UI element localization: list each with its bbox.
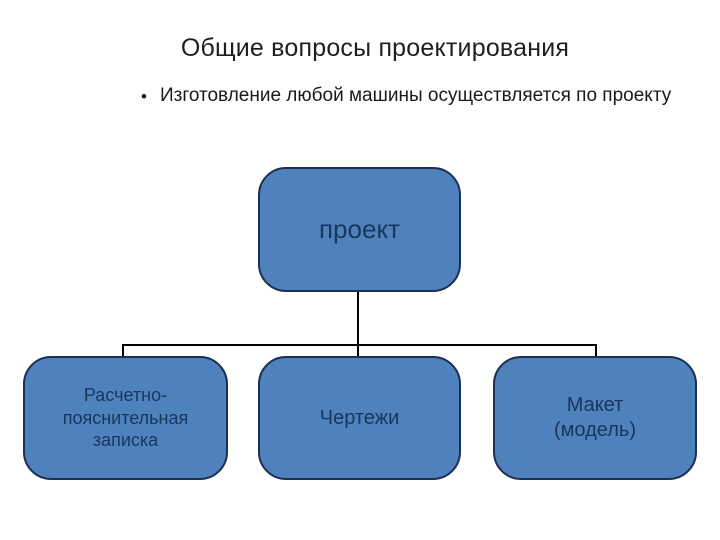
diagram-node-model-label: Макет (модель) bbox=[554, 394, 636, 441]
connector-root-stem bbox=[357, 292, 359, 346]
connector-drop-left bbox=[122, 344, 124, 358]
diagram-node-explanatory-note: Расчетно- пояснительная записка bbox=[23, 356, 228, 480]
connector-crossbar bbox=[122, 344, 597, 346]
diagram-node-project-label: проект bbox=[318, 214, 401, 245]
diagram-node-project: проект bbox=[258, 167, 461, 292]
bullet-text: Изготовление любой машины осуществляется… bbox=[159, 85, 672, 106]
connector-drop-right bbox=[595, 344, 597, 358]
diagram-node-drawings: Чертежи bbox=[258, 356, 461, 480]
slide-title: Общие вопросы проектирования bbox=[180, 34, 570, 62]
bullet-marker: • bbox=[141, 87, 147, 106]
connector-drop-center bbox=[357, 344, 359, 358]
diagram-node-drawings-label: Чертежи bbox=[319, 406, 400, 429]
bullet-line: • Изготовление любой машины осуществляет… bbox=[141, 85, 671, 109]
diagram-node-model: Макет (модель) bbox=[493, 356, 697, 480]
diagram-node-explanatory-note-label: Расчетно- пояснительная записка bbox=[62, 385, 189, 451]
